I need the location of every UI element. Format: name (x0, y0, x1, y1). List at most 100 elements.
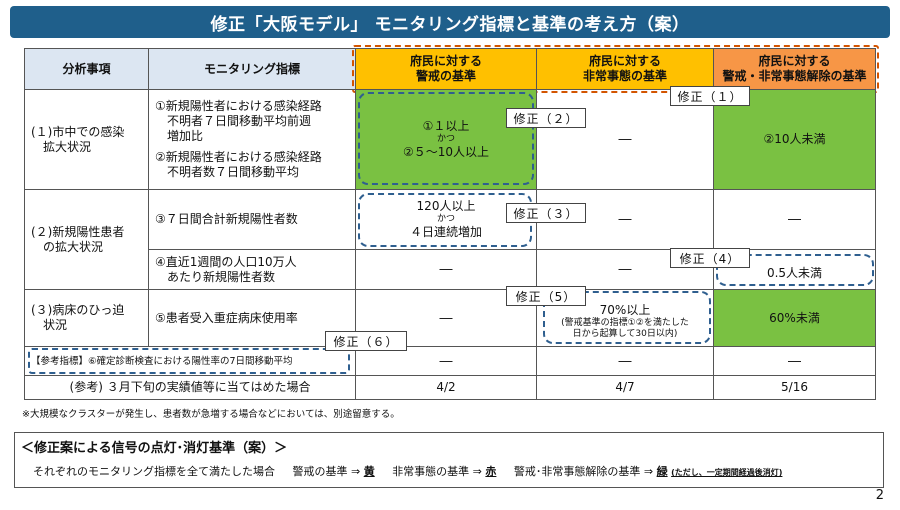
actual-release-date: 5/16 (781, 380, 808, 394)
header-analysis-item-label: 分析事項 (62, 61, 111, 76)
reference-emergency-value: ― (618, 353, 632, 369)
header-warning-line2: 警戒の基準 (415, 69, 476, 83)
reference-release-cell: ― (713, 346, 876, 376)
signal-warning-label: 警戒の基準 ⇒ (292, 465, 361, 478)
row1-release-value: ②10人未満 (763, 132, 826, 146)
signal-emergency-label: 非常事態の基準 ⇒ (392, 465, 482, 478)
row2-category: (２)新規陽性患者 の拡大状況 (24, 189, 149, 290)
signal-emergency-color: 赤 (485, 465, 497, 478)
actual-emergency-date: 4/7 (615, 380, 635, 394)
header-release-line2: 警戒・非常事態解除の基準 (722, 69, 867, 83)
indicator4-line1: ④直近1週間の人口10万人 (155, 254, 297, 269)
revision-tag-2: 修正（２） (506, 108, 586, 128)
indicator5-label: ⑤患者受入重症病床使用率 (155, 310, 298, 325)
row1-category: (１)市中での感染 拡大状況 (24, 89, 149, 190)
row3-category-line2: 状況 (43, 318, 68, 332)
highlight-row3-emergency (543, 291, 711, 344)
row2b-emergency-value: ― (618, 262, 632, 277)
row2-category-line2: の拡大状況 (43, 239, 104, 254)
header-dashed-frame (352, 45, 879, 93)
indicator1-line3: 増加比 (167, 129, 204, 143)
revision-tag-3-label: 修正（３） (513, 206, 579, 221)
row1-category-line1: (１)市中での感染 (31, 124, 125, 139)
row1-warning-line2: かつ (436, 134, 455, 144)
reference-emergency-cell: ― (536, 346, 714, 376)
row2a-release-cell: ― (713, 189, 876, 250)
row1-warning-line3: ②５～10人以上 (402, 145, 490, 159)
revision-tag-5: 修正（5） (506, 286, 586, 306)
page-number: 2 (875, 488, 884, 503)
actual-label: (参考) ３月下旬の実績値等に当てはめた場合 (69, 380, 311, 394)
header-release-standard: 府民に対する 警戒・非常事態解除の基準 (713, 48, 876, 90)
header-monitoring-indicator: モニタリング指標 (148, 48, 356, 90)
row1-warning-line1: ①１以上 (422, 119, 470, 133)
header-warning-standard: 府民に対する 警戒の基準 (355, 48, 537, 90)
row2a-warning-line3: ４日連続増加 (409, 225, 482, 239)
row3-category: (３)病床のひっ迫 状況 (24, 289, 149, 347)
row1-emergency-value: ― (618, 132, 632, 147)
signal-release-note: (ただし、一定期間経過後消灯) (671, 468, 783, 477)
row2-category-line1: (２)新規陽性患者 (31, 224, 125, 239)
row2a-indicator: ③７日間合計新規陽性者数 (148, 189, 356, 250)
row3-release-cell: 60%未満 (713, 289, 876, 347)
row2b-indicator: ④直近1週間の人口10万人 あたり新規陽性者数 (148, 249, 356, 290)
actual-warning-cell: 4/2 (355, 375, 537, 400)
actual-release-cell: 5/16 (713, 375, 876, 400)
row2a-warning-line2: かつ (436, 214, 455, 224)
signal-criteria-title: ＜修正案による信号の点灯･消灯基準（案）＞ (21, 441, 288, 456)
row2b-warning-cell: ― (355, 249, 537, 290)
revision-tag-4: 修正（4） (670, 248, 750, 268)
actual-label-cell: (参考) ３月下旬の実績値等に当てはめた場合 (24, 375, 356, 400)
row3-emergency-line2: (警戒基準の指標①②を満たした (561, 317, 689, 328)
revision-tag-1: 修正（１） (670, 86, 750, 106)
row2a-release-value: ― (788, 212, 801, 227)
row3-emergency-line3: 日から起算して30日以内) (572, 328, 678, 339)
row3-release-value: 60%未満 (769, 310, 820, 325)
signal-criteria-line: それぞれのモニタリング指標を全て満たした場合 警戒の基準 ⇒ 黄 非常事態の基準… (33, 463, 782, 479)
indicator2-line1: ②新規陽性者における感染経路 (155, 150, 322, 164)
actual-emergency-cell: 4/7 (536, 375, 714, 400)
revision-tag-2-label: 修正（２） (513, 111, 579, 126)
highlight-row2b-release (716, 254, 874, 286)
indicator4-line2: あたり新規陽性者数 (167, 269, 276, 284)
revision-tag-6-label: 修正（６） (333, 334, 399, 349)
header-analysis-item: 分析事項 (24, 48, 149, 90)
indicator1-line1: ①新規陽性者における感染経路 (155, 99, 322, 113)
row3-category-line1: (３)病床のひっ迫 (31, 303, 125, 317)
header-emergency-line2: 非常事態の基準 (582, 69, 667, 83)
reference-release-value: ― (788, 353, 801, 369)
revision-tag-4-label: 修正（4） (679, 251, 741, 266)
footnote: ※大規模なクラスターが発生し、患者数が急増する場合などにおいては、別途留意する。 (22, 409, 400, 420)
signal-lead: それぞれのモニタリング指標を全て満たした場合 (33, 465, 275, 478)
highlight-row1-warning (358, 92, 534, 185)
signal-release-label: 警戒･非常事態解除の基準 ⇒ (513, 465, 654, 478)
signal-warning-color: 黄 (363, 465, 375, 478)
indicator2-line2: 不明者数７日間移動平均 (167, 165, 300, 179)
row2b-release-value: 0.5人未満 (766, 266, 823, 280)
highlight-reference (28, 348, 350, 374)
row2a-warning-line1: 120人以上 (416, 199, 476, 213)
signal-release-color: 緑 (656, 465, 668, 478)
row1-category-line2: 拡大状況 (43, 139, 92, 154)
revision-tag-5-label: 修正（5） (515, 289, 577, 304)
row2b-warning-value: ― (439, 262, 453, 277)
indicator1-line2: 不明者７日間移動平均前週 (167, 114, 312, 128)
revision-tag-3: 修正（３） (506, 203, 586, 223)
actual-warning-date: 4/2 (436, 380, 456, 394)
header-release-line1: 府民に対する (758, 54, 831, 68)
signal-criteria-box: ＜修正案による信号の点灯･消灯基準（案）＞ それぞれのモニタリング指標を全て満た… (14, 432, 884, 488)
indicator3-label: ③７日間合計新規陽性者数 (155, 212, 298, 226)
row1-indicators: ①新規陽性者における感染経路 不明者７日間移動平均前週 増加比 ②新規陽性者にお… (148, 89, 356, 190)
reference-indicator-label: 【参考指標】⑥確定診断検査における陽性率の7日間移動平均 (31, 355, 293, 367)
revision-tag-6: 修正（６） (325, 331, 407, 351)
header-warning-line1: 府民に対する (409, 54, 482, 68)
row2a-emergency-value: ― (618, 212, 632, 227)
page-title: 修正「大阪モデル」 モニタリング指標と基準の考え方（案） (10, 6, 890, 38)
row3-emergency-line1: 70%以上 (599, 302, 651, 317)
revision-tag-1-label: 修正（１） (677, 89, 743, 104)
header-monitoring-indicator-label: モニタリング指標 (203, 61, 300, 76)
row3-warning-value: ― (439, 310, 453, 326)
reference-warning-value: ― (439, 353, 453, 369)
row1-warning-cell: ①１以上 かつ ②５～10人以上 (355, 89, 537, 190)
header-emergency-line1: 府民に対する (588, 54, 661, 68)
